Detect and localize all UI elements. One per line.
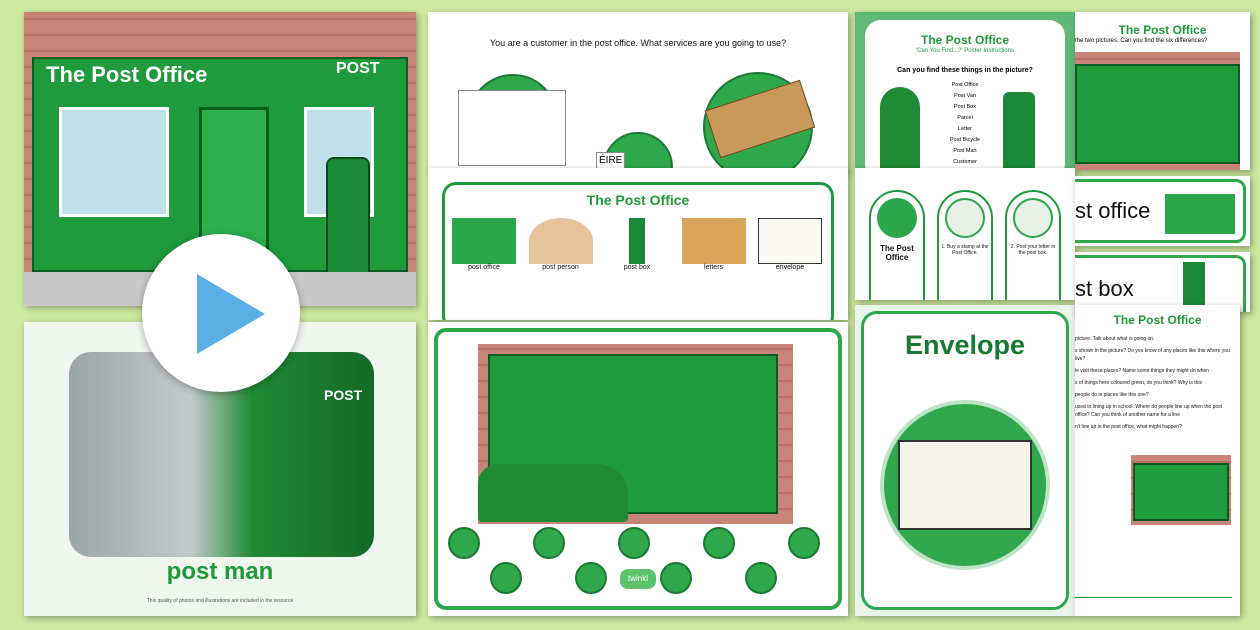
- poster-post-box: [1003, 92, 1035, 170]
- differences-picture: [1075, 52, 1240, 170]
- character-figure: [880, 87, 920, 170]
- poster-item: Post Office: [951, 82, 979, 88]
- poster-item: Letter: [957, 126, 973, 132]
- scene-van: [478, 464, 628, 522]
- scene-picture: [478, 344, 793, 524]
- find-item-circle: [448, 527, 480, 559]
- poster-item: Post Box: [953, 104, 976, 110]
- find-item-circle: [533, 527, 565, 559]
- find-item-circle: [575, 562, 607, 594]
- flap: The Post Office: [869, 190, 925, 300]
- poster-subtitle: 'Can You Find...?' Poster Instructions: [915, 48, 1014, 54]
- find-item-circle: [788, 527, 820, 559]
- discussion-line: n't line up in the post office, what mig…: [1075, 424, 1182, 430]
- word-item: post box: [605, 218, 669, 271]
- poster-list: Post Office Post Van Post Box Parcel Let…: [935, 80, 995, 168]
- poster-item: Post Bicycle: [950, 137, 980, 143]
- word-mat-card[interactable]: The Post Office post office post person …: [428, 168, 848, 320]
- find-item-circle: [745, 562, 777, 594]
- discussion-line: le visit these places? Name some things …: [1075, 368, 1209, 374]
- label-card-box[interactable]: st box: [1075, 252, 1250, 312]
- word-item: post office: [452, 218, 516, 271]
- label-office-text: st office: [1075, 198, 1151, 223]
- poster-card[interactable]: The Post Office 'Can You Find...?' Poste…: [855, 12, 1075, 170]
- discussion-line: picture. Talk about what is going on.: [1075, 336, 1155, 342]
- flap: 2. Post your letter in the post box.: [1005, 190, 1061, 300]
- poster-title: The Post Office: [920, 33, 1009, 47]
- services-question: You are a customer in the post office. W…: [489, 38, 787, 48]
- label-box-text: st box: [1075, 276, 1134, 301]
- discussion-footer-rule: [1075, 597, 1232, 598]
- play-icon: [197, 274, 265, 354]
- twinkl-logo: twinkl: [620, 569, 656, 589]
- discussion-lines: picture. Talk about what is going on. s …: [1075, 335, 1233, 431]
- word-grid: post office post person post box letters…: [452, 218, 822, 271]
- discussion-shop: [1133, 463, 1229, 521]
- envelope-icon: [898, 440, 1032, 530]
- stamp-text: ÉIRE: [596, 152, 626, 169]
- find-item-circle: [490, 562, 522, 594]
- cover-card[interactable]: The Post Office POST: [24, 12, 416, 306]
- label-office-picture: [1165, 194, 1235, 234]
- poster-item: Post Van: [954, 93, 976, 99]
- differences-card[interactable]: The Post Office the two pictures. Can yo…: [1075, 12, 1250, 170]
- discussion-line: s shown in the picture? Do you know of a…: [1075, 348, 1230, 362]
- discussion-title: The Post Office: [1113, 313, 1202, 327]
- label-border: [1075, 255, 1246, 312]
- shop-window: [59, 107, 169, 217]
- find-item-circle: [660, 562, 692, 594]
- label-box-picture: [1183, 262, 1205, 312]
- scene-card[interactable]: twinkl: [428, 322, 848, 616]
- word-item: envelope: [758, 218, 822, 271]
- discussion-line: s of things here coloured green, do you …: [1075, 380, 1203, 386]
- word-mat-title: The Post Office: [586, 192, 690, 208]
- poster-item: Parcel: [957, 115, 973, 121]
- postcard-icon: [458, 90, 566, 166]
- envelope-title: Envelope: [904, 330, 1026, 360]
- flaps-card[interactable]: The Post Office 1. Buy a stamp at the Po…: [855, 168, 1075, 300]
- play-button[interactable]: [142, 234, 300, 392]
- poster-item: Customer: [953, 159, 977, 165]
- differences-shop: [1075, 64, 1240, 164]
- scene-border: [434, 328, 842, 610]
- word-item: post person: [528, 218, 593, 271]
- word-mat-border: [442, 182, 834, 320]
- cover-title: The Post Office: [46, 62, 208, 87]
- find-item-circle: [618, 527, 650, 559]
- flap-text: 2. Post your letter in the post box.: [1010, 244, 1056, 256]
- label-border: [1075, 179, 1246, 243]
- discussion-line: people do in places like this one?: [1075, 392, 1149, 398]
- envelope-card[interactable]: Envelope: [855, 305, 1075, 616]
- photo-footer: This quality of photos and illustrations…: [146, 598, 294, 604]
- discussion-line: used to lining up in school. Where do pe…: [1075, 404, 1223, 418]
- differences-title: The Post Office: [1118, 23, 1207, 37]
- flap-text: The Post Office: [880, 244, 914, 262]
- label-card-office[interactable]: st office: [1075, 176, 1250, 246]
- poster-item: Post Man: [953, 148, 977, 154]
- services-card[interactable]: You are a customer in the post office. W…: [428, 12, 848, 172]
- find-item-circle: [703, 527, 735, 559]
- word-item: letters: [681, 218, 746, 271]
- post-logo: POST: [336, 60, 380, 77]
- discussion-card[interactable]: The Post Office picture. Talk about what…: [1075, 305, 1240, 616]
- van-text: POST: [324, 387, 363, 403]
- differences-text: the two pictures. Can you find the six d…: [1075, 38, 1208, 44]
- discussion-picture: [1131, 455, 1231, 525]
- flap-text: 1. Buy a stamp at the Post Office.: [941, 244, 989, 256]
- flap: 1. Buy a stamp at the Post Office.: [937, 190, 993, 300]
- photo-label: post man: [166, 558, 274, 585]
- poster-question: Can you find these things in the picture…: [897, 67, 1033, 74]
